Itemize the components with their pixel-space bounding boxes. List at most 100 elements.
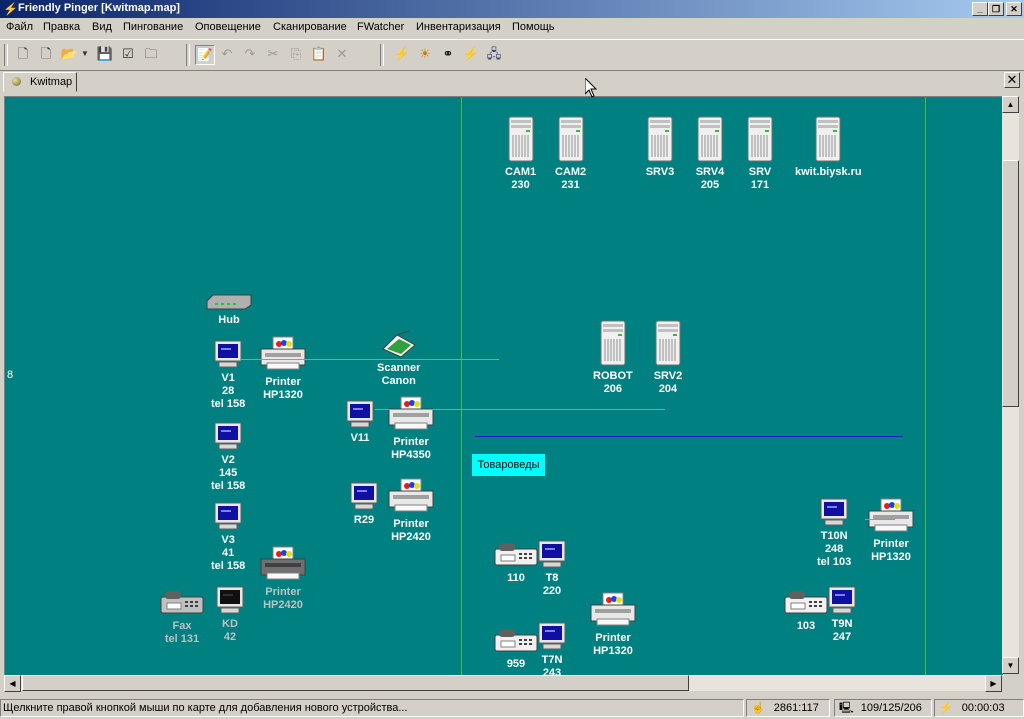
save-icon[interactable]: 💾 (96, 46, 114, 61)
vertical-scrollbar[interactable]: ▲ ▼ (1002, 96, 1019, 674)
fax-icon (159, 587, 205, 620)
device-fax[interactable]: Fax tel 131 (159, 587, 205, 646)
device-p1320b[interactable]: Printer HP1320 (589, 591, 637, 658)
app-icon: ⚡ (3, 2, 18, 16)
minimize-button[interactable]: _ (972, 2, 988, 16)
group-separator-line (475, 436, 903, 437)
pc-icon (537, 621, 567, 654)
device-t7n[interactable]: T7N 243 (537, 621, 567, 675)
close-tab-button[interactable]: ✕ (1004, 72, 1020, 88)
device-v2[interactable]: V2 145 tel 158 (211, 421, 245, 493)
window-title: Friendly Pinger [Kwitmap.map] (18, 2, 180, 14)
device-kd[interactable]: KD 42 (215, 585, 245, 644)
device-label: Fax tel 131 (164, 620, 200, 645)
open-folder-icon[interactable]: 📂 (60, 46, 78, 61)
tab-kwitmap[interactable]: Kwitmap (3, 72, 77, 92)
menu-inventory[interactable]: Инвентаризация (416, 21, 501, 33)
group-label-tovarovedy[interactable]: Товароведы (471, 453, 546, 477)
status-counts-panel: 🖳 109/125/206 (834, 699, 932, 717)
menu-scan[interactable]: Сканирование (273, 21, 347, 33)
pc-icon (537, 539, 567, 572)
menu-help[interactable]: Помощь (512, 21, 555, 33)
paste-icon[interactable]: 📋 (310, 46, 328, 61)
device-robot[interactable]: ROBOT 206 (593, 319, 633, 396)
scroll-left-icon[interactable]: ◀ (4, 675, 21, 692)
device-p2420b[interactable]: Printer HP2420 (259, 545, 307, 612)
hub-icon (205, 293, 253, 314)
server-icon (745, 115, 775, 166)
menu-edit[interactable]: Правка (43, 21, 81, 33)
menu-view[interactable]: Вид (92, 21, 112, 33)
device-hub[interactable]: Hub (205, 293, 253, 327)
ping-icon[interactable]: ⚡ (393, 46, 411, 61)
device-srv2[interactable]: SRV2 204 (653, 319, 683, 396)
undo-icon[interactable]: ↶ (221, 46, 233, 61)
device-p1320a[interactable]: Printer HP1320 (259, 335, 307, 402)
device-cam2[interactable]: CAM2 231 (555, 115, 586, 192)
device-label: ROBOT 206 (593, 370, 633, 395)
pointer-icon: ☝ (751, 702, 765, 714)
edit-mode-icon[interactable]: 📝 (195, 45, 215, 65)
device-scanner[interactable]: Scanner Canon (377, 329, 420, 388)
device-t9n[interactable]: T9N 247 (827, 585, 857, 644)
device-srv171[interactable]: SRV 171 (745, 115, 775, 192)
device-p4350[interactable]: Printer HP4350 (387, 395, 435, 462)
device-v1[interactable]: V1 28 tel 158 (211, 339, 245, 411)
device-label: KD 42 (222, 618, 238, 643)
menu-fwatcher[interactable]: FWatcher (357, 21, 405, 33)
device-label: kwit.biysk.ru (795, 166, 862, 178)
stop-ping-icon[interactable]: ⚡ (462, 46, 480, 61)
delete-icon[interactable]: ✕ (336, 46, 348, 61)
device-tel959[interactable]: 959 (493, 625, 539, 671)
new-map-icon[interactable]: 🗋 (17, 46, 29, 61)
toolbar-separator (186, 44, 190, 66)
device-v3[interactable]: V3 41 tel 158 (211, 501, 245, 573)
alarm-icon[interactable]: ☀ (419, 46, 431, 61)
vertical-scroll-thumb[interactable] (1002, 160, 1019, 407)
scroll-right-icon[interactable]: ▶ (985, 675, 1002, 692)
device-cam1[interactable]: CAM1 230 (505, 115, 536, 192)
device-t8[interactable]: T8 220 (537, 539, 567, 598)
device-p1320c[interactable]: Printer HP1320 (867, 497, 915, 564)
menu-notify[interactable]: Оповещение (195, 21, 261, 33)
title-bar: ⚡ Friendly Pinger [Kwitmap.map] _ ❐ ✕ (0, 0, 1024, 18)
copy-icon[interactable]: ⎘ (290, 46, 302, 61)
device-kwit[interactable]: kwit.biysk.ru (795, 115, 862, 179)
device-t10n[interactable]: T10N 248 tel 103 (817, 497, 851, 569)
device-label: Printer HP2420 (263, 586, 303, 611)
scroll-down-icon[interactable]: ▼ (1002, 657, 1019, 674)
new-file-icon[interactable]: 🗋 (40, 46, 52, 61)
checklist-icon[interactable]: ☑ (122, 46, 134, 61)
scroll-up-icon[interactable]: ▲ (1002, 96, 1019, 113)
menu-ping[interactable]: Пингование (123, 21, 184, 33)
device-tel103[interactable]: 103 (783, 587, 829, 633)
horizontal-scroll-thumb[interactable] (22, 675, 689, 691)
inventory-icon[interactable]: 🖧 (486, 46, 502, 61)
close-window-button[interactable]: ✕ (1006, 2, 1022, 16)
open-dropdown-icon[interactable]: ▼ (81, 49, 89, 58)
pc-icon (345, 399, 375, 432)
redo-icon[interactable]: ↷ (244, 46, 256, 61)
device-v11[interactable]: V11 (345, 399, 375, 445)
device-p2420a[interactable]: Printer HP2420 (387, 477, 435, 544)
device-srv3[interactable]: SRV3 (645, 115, 675, 179)
folder-icon[interactable]: 🗀 (144, 46, 158, 61)
server-icon (695, 115, 725, 166)
device-srv4[interactable]: SRV4 205 (695, 115, 725, 192)
cut-icon[interactable]: ✂ (267, 46, 279, 61)
device-label: Printer HP4350 (391, 436, 431, 461)
binoculars-icon[interactable]: ⚭ (442, 46, 454, 61)
menu-file[interactable]: Файл (6, 21, 34, 33)
device-tel110[interactable]: 110 (493, 539, 539, 585)
pc-icon (211, 339, 245, 372)
device-label: 103 (796, 620, 816, 632)
pc-icon (349, 481, 379, 514)
device-r29[interactable]: R29 (349, 481, 379, 527)
printer-icon (387, 395, 435, 436)
server-icon (505, 115, 536, 166)
status-timer-panel: ⚡ 00:00:03 (934, 699, 1024, 717)
toolbar: 🗋 🗋 📂 ▼ 💾 ☑ 🗀 📝 ↶ ↷ ✂ ⎘ 📋 ✕ ⚡ ☀ ⚭ ⚡ 🖧 (0, 39, 1024, 71)
maximize-button[interactable]: ❐ (988, 2, 1004, 16)
horizontal-scrollbar[interactable]: ◀ ▶ (4, 675, 1002, 692)
